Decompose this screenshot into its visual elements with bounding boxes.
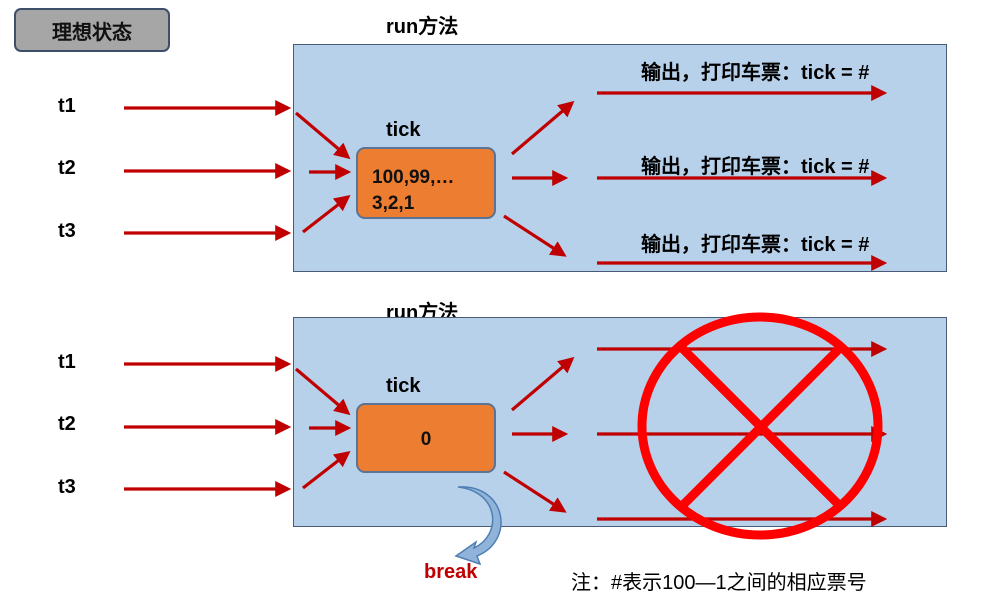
top-arrow-to-tick-1: [294, 111, 351, 160]
top-output-1: 输出，打印车票：tick = #: [641, 62, 870, 84]
bottom-tick-label: tick: [386, 375, 421, 397]
break-label: break: [424, 561, 478, 583]
top-tick-label: tick: [386, 119, 421, 141]
top-arrow-from-tick-1: [510, 100, 575, 156]
top-run-label: run方法: [386, 16, 459, 38]
prohibited-icon: [637, 312, 883, 540]
bottom-arrow-to-tick-1: [294, 367, 351, 416]
bottom-arrow-from-tick-1: [510, 356, 575, 412]
top-tick-value-line2: 3,2,1: [372, 193, 415, 214]
bottom-thread-t1: t1: [58, 351, 76, 373]
top-output-2: 输出，打印车票：tick = #: [641, 156, 870, 178]
footnote: 注：#表示100—1之间的相应票号: [571, 572, 867, 594]
bottom-thread-t3: t3: [58, 476, 76, 498]
top-tick-value-line1: 100,99,…: [372, 167, 455, 188]
bottom-arrow-from-tick-3: [503, 470, 567, 513]
top-arrow-to-tick-3: [302, 195, 351, 234]
top-thread-t1: t1: [58, 95, 76, 117]
bottom-tick-value: 0: [420, 429, 432, 450]
top-output-3: 输出，打印车票：tick = #: [641, 234, 870, 256]
bottom-arrow-to-tick-3: [302, 451, 351, 490]
top-arrow-from-tick-3: [503, 214, 567, 257]
top-run-panel: [293, 44, 947, 272]
top-tick-box: 100,99,… 3,2,1: [356, 147, 496, 219]
bottom-thread-t2: t2: [58, 413, 76, 435]
top-thread-t3: t3: [58, 220, 76, 242]
ideal-state-badge: 理想状态: [14, 8, 170, 52]
bottom-tick-box: 0: [356, 403, 496, 473]
top-thread-t2: t2: [58, 157, 76, 179]
break-curved-arrow: [454, 486, 502, 566]
